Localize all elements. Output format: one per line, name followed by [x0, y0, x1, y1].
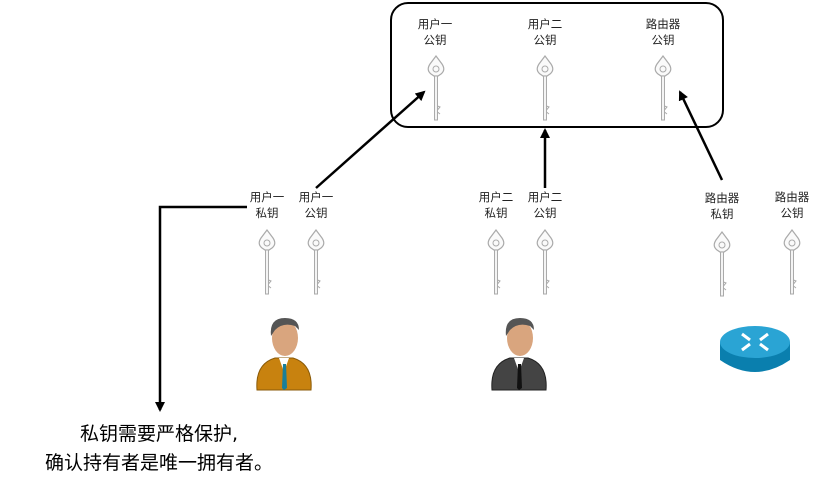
private-key-note: 私钥需要严格保护,确认持有者是唯一拥有者。 — [44, 423, 273, 474]
user2-public-label: 用户二公钥 — [527, 190, 563, 220]
pool-router-public-label: 路由器公钥 — [645, 17, 681, 47]
pool-user1-public-label: 用户一公钥 — [417, 17, 453, 47]
router-private-label: 路由器私钥 — [704, 191, 740, 221]
arrow-private-note — [155, 205, 247, 412]
user1-private-label: 用户一私钥 — [249, 190, 285, 220]
user1-public-label: 用户一公钥 — [298, 190, 334, 220]
pool-user2-public-label: 用户二公钥 — [527, 17, 563, 47]
arrow-router-upload — [678, 90, 724, 181]
user-avatar-icon — [491, 318, 547, 391]
router-icon — [720, 326, 790, 372]
arrow-user1-upload — [315, 90, 426, 189]
user2-private-label: 用户二私钥 — [478, 190, 514, 220]
public-key-repository — [390, 2, 724, 128]
router-public-label: 路由器公钥 — [774, 190, 810, 220]
user-avatar-icon — [256, 318, 312, 391]
